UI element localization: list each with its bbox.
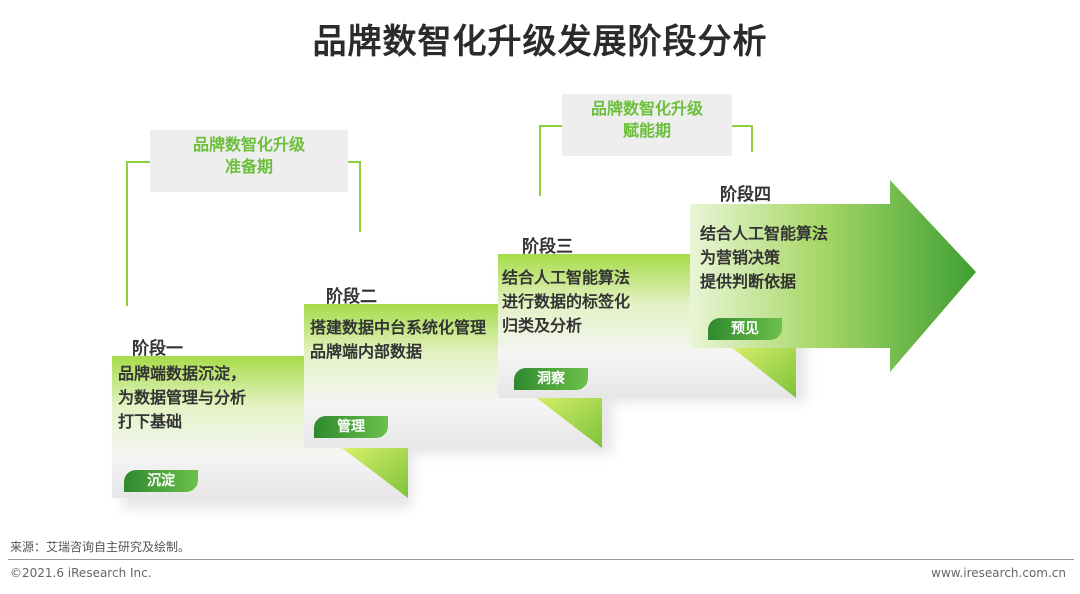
stage-3-tag: 洞察 (514, 368, 588, 390)
footer-divider (8, 559, 1074, 560)
source-note: 来源：艾瑞咨询自主研究及绘制。 (10, 540, 191, 554)
stage-4-label: 阶段四 (720, 185, 771, 205)
stage-3-desc: 结合人工智能算法 进行数据的标签化 归类及分析 (502, 266, 630, 338)
stage-3-label: 阶段三 (522, 237, 573, 257)
stage-desc-line: 进行数据的标签化 (502, 292, 631, 311)
stage-desc-line: 搭建数据中台系统化管理 (310, 318, 487, 337)
stage-desc-line: 结合人工智能算法 (700, 224, 829, 243)
stage-desc-line: 为营销决策 (700, 248, 781, 267)
stage-1-label: 阶段一 (132, 339, 183, 359)
stage-desc-line: 为数据管理与分析 (118, 388, 247, 407)
period-bracket-2 (539, 125, 753, 196)
period-bracket-1 (126, 161, 361, 306)
stage-4-tag: 预见 (708, 318, 782, 340)
period-line: 品牌数智化升级 (590, 99, 703, 118)
period-box-enable: 品牌数智化升级 赋能期 (562, 94, 732, 156)
stage-1-desc: 品牌端数据沉淀， 为数据管理与分析 打下基础 (118, 362, 246, 434)
stage-4-desc: 结合人工智能算法 为营销决策 提供判断依据 (700, 222, 828, 294)
stage-2-tag: 管理 (314, 416, 388, 438)
stage-1-tag: 沉淀 (124, 470, 198, 492)
period-line: 准备期 (224, 157, 273, 176)
page-title: 品牌数智化升级发展阶段分析 (312, 22, 768, 62)
stage-desc-line: 归类及分析 (502, 316, 583, 335)
stage-desc-line: 结合人工智能算法 (502, 268, 631, 287)
period-box-prep: 品牌数智化升级 准备期 (150, 130, 348, 192)
stage-2-label: 阶段二 (326, 287, 377, 307)
stage-desc-line: 品牌端数据沉淀， (118, 364, 247, 383)
stage-desc-line: 提供判断依据 (700, 272, 797, 291)
website-link[interactable]: www.iresearch.com.cn (931, 566, 1066, 580)
period-line: 品牌数智化升级 (192, 135, 305, 154)
period-line: 赋能期 (622, 121, 671, 140)
stage-2-desc: 搭建数据中台系统化管理 品牌端内部数据 (310, 316, 486, 364)
copyright-text: ©2021.6 iResearch Inc. (10, 566, 152, 580)
stage-desc-line: 打下基础 (118, 412, 183, 431)
stage-desc-line: 品牌端内部数据 (310, 342, 423, 361)
